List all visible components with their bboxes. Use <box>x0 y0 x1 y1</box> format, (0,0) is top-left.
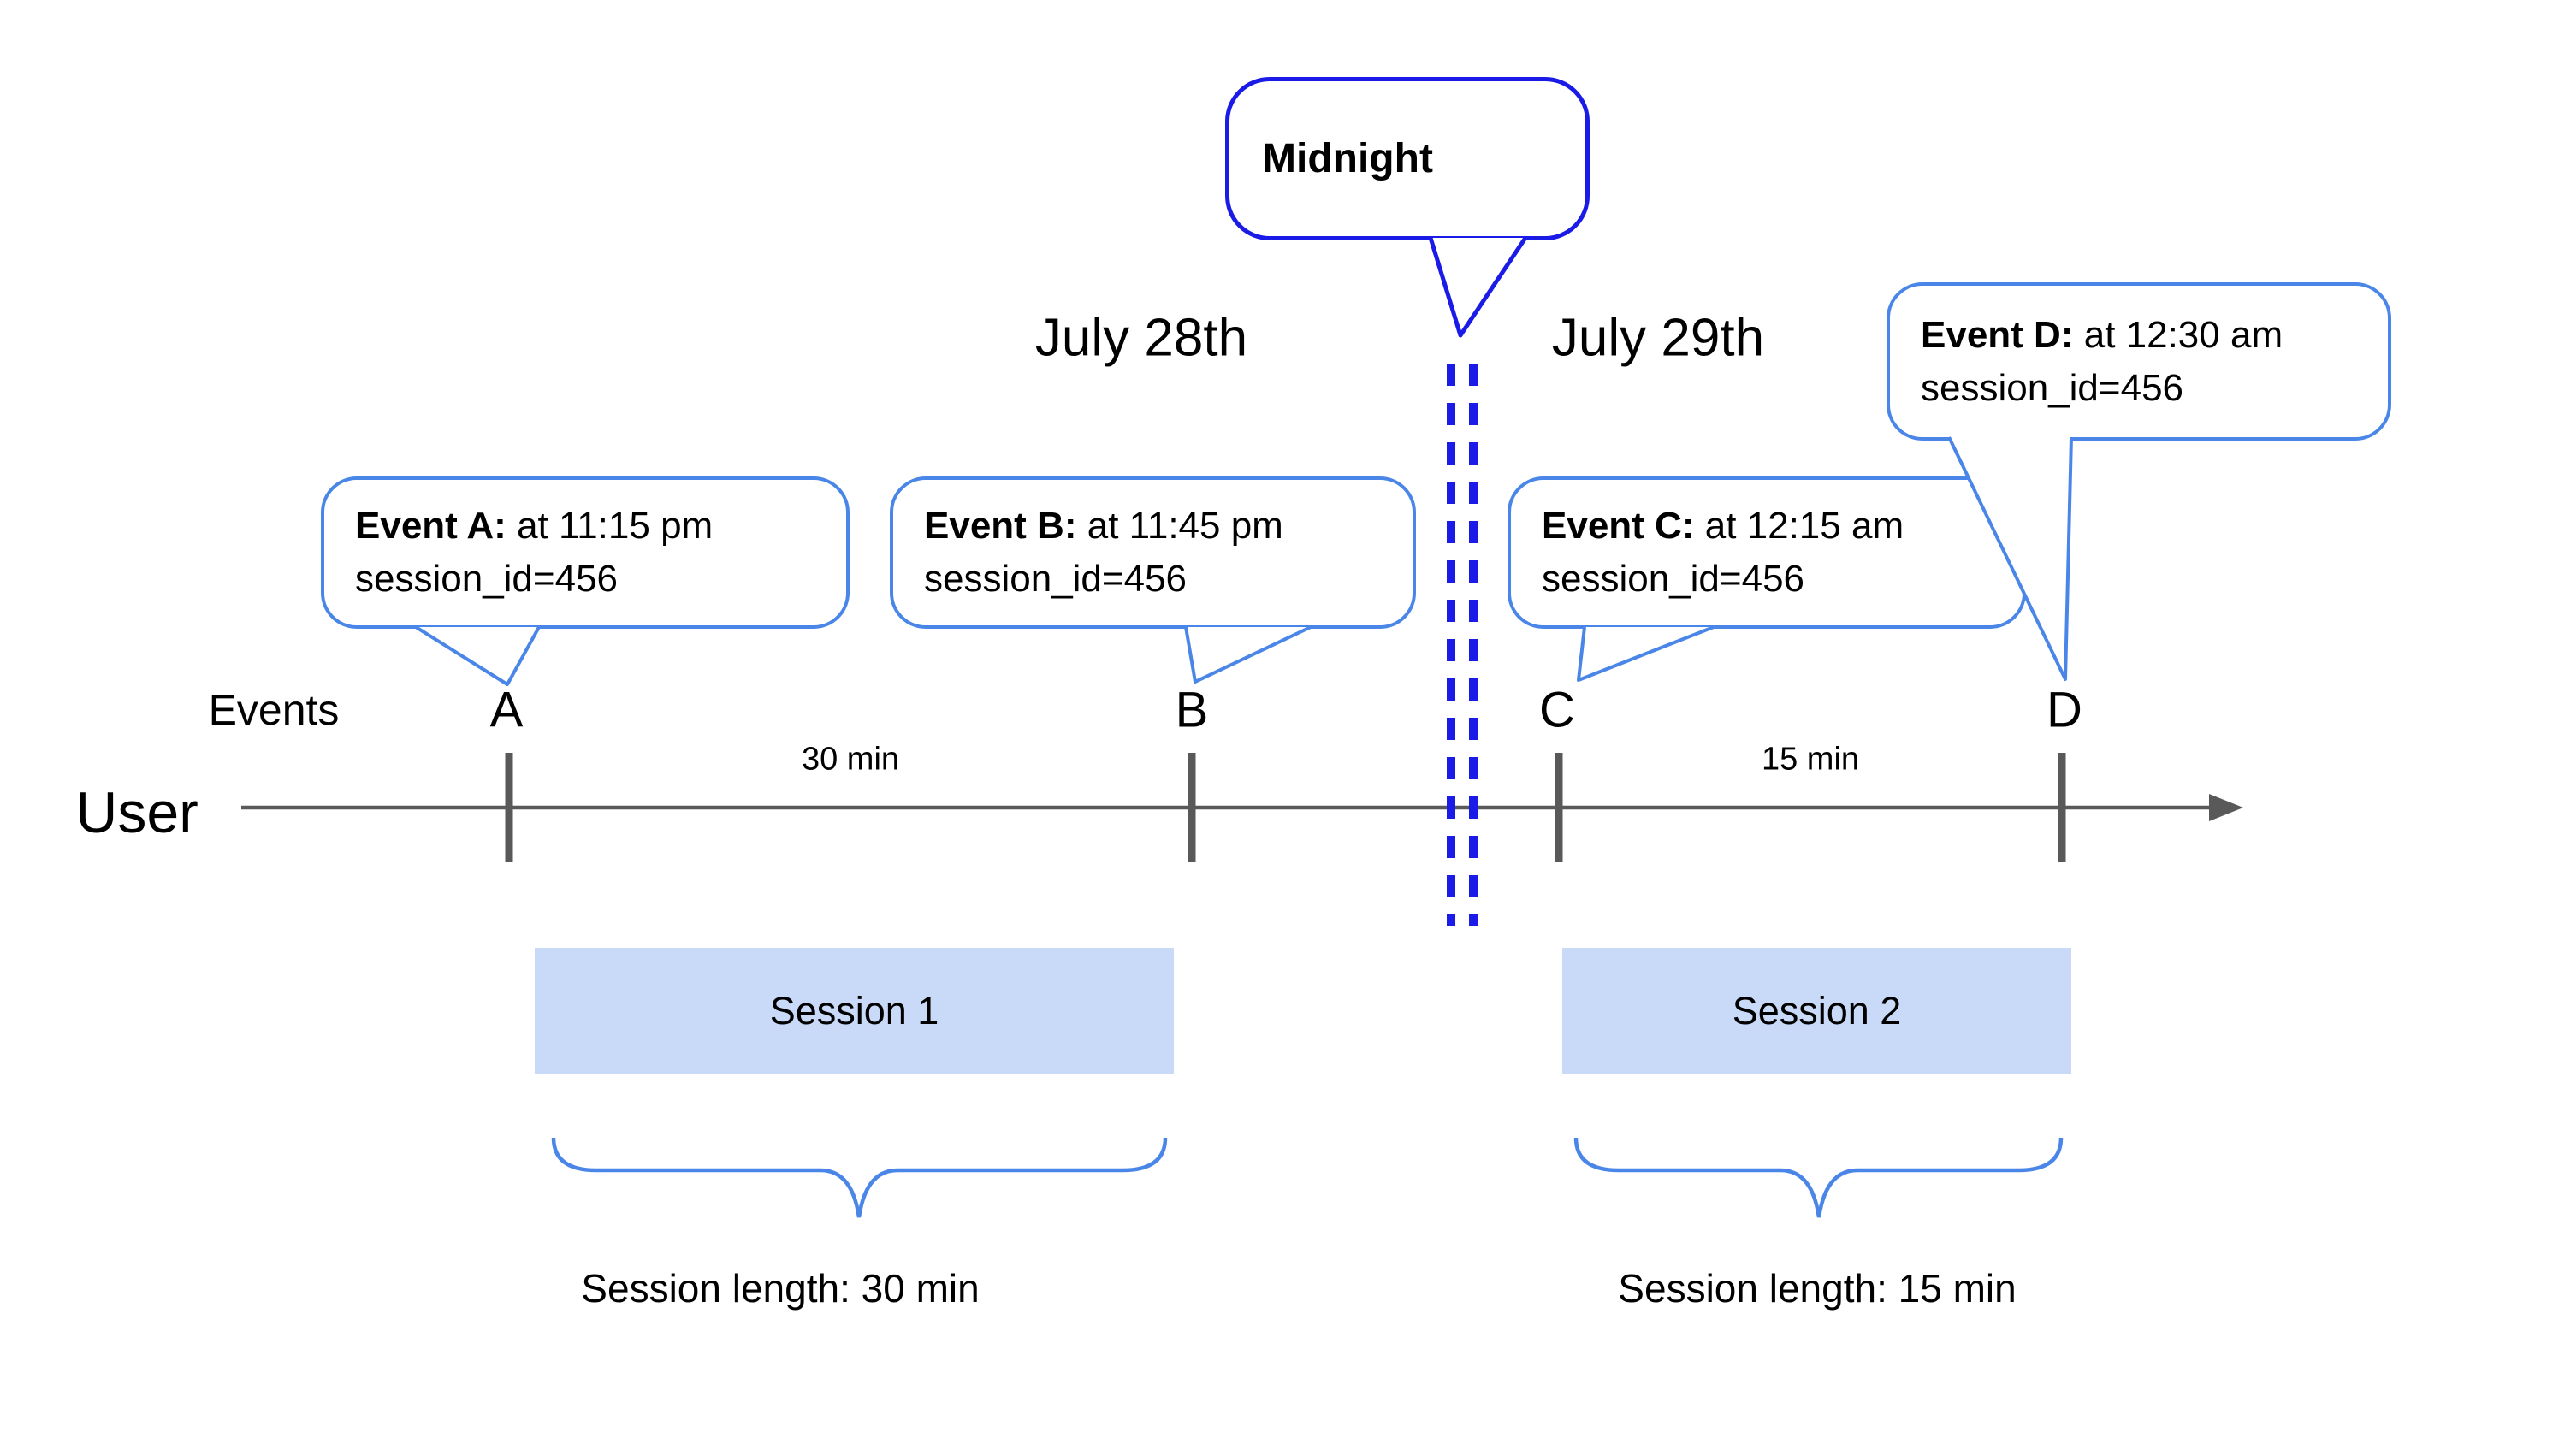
midnight-callout-tail <box>1428 236 1528 338</box>
event-c-time: at 12:15 am <box>1704 505 1904 547</box>
event-b-session: session_id=456 <box>924 558 1188 600</box>
event-d-time: at 12:30 am <box>2083 313 2283 356</box>
session2-bar: Session 2 <box>1562 948 2071 1074</box>
session2-brace <box>1573 1137 2064 1218</box>
event-a-callout: Event A: at 11:15 pm session_id=456 <box>321 476 850 629</box>
event-c-callout: Event C: at 12:15 am session_id=456 <box>1508 476 2026 629</box>
event-c-session: session_id=456 <box>1542 558 1805 600</box>
session2-length-label: Session length: 15 min <box>1618 1266 2017 1311</box>
events-row-label: Events <box>208 686 340 734</box>
tick-label-b: B <box>1175 682 1209 738</box>
timeline-arrowhead-icon <box>2209 794 2243 821</box>
session2-bar-label: Session 2 <box>1732 988 1902 1033</box>
event-c-callout-tail <box>1577 625 1715 682</box>
date-label-july-28: July 28th <box>1034 308 1248 368</box>
tick-label-c: C <box>1539 682 1575 738</box>
event-b-callout: Event B: at 11:45 pm session_id=456 <box>890 476 1416 629</box>
event-b-time: at 11:45 pm <box>1087 505 1283 547</box>
user-row-label: User <box>75 780 198 845</box>
event-d-callout-line1: Event D: at 12:30 am <box>1921 309 2357 362</box>
midnight-callout: Midnight <box>1225 77 1590 240</box>
interval-label-15min: 15 min <box>1761 741 1860 778</box>
event-c-callout-line1: Event C: at 12:15 am <box>1542 500 1992 553</box>
session1-length-label: Session length: 30 min <box>581 1266 980 1311</box>
midnight-callout-label: Midnight <box>1262 135 1433 181</box>
event-a-callout-line1: Event A: at 11:15 pm <box>355 500 815 553</box>
session1-brace <box>551 1137 1168 1218</box>
session1-bar-label: Session 1 <box>769 988 939 1033</box>
tick-label-d: D <box>2047 682 2082 738</box>
event-b-callout-line1: Event B: at 11:45 pm <box>924 500 1382 553</box>
date-label-july-29: July 29th <box>1551 308 1765 368</box>
event-d-callout: Event D: at 12:30 am session_id=456 <box>1887 282 2391 441</box>
event-a-title: Event A: <box>355 505 506 547</box>
tick-label-a: A <box>489 682 524 738</box>
event-a-session: session_id=456 <box>355 558 619 600</box>
event-a-callout-tail <box>414 625 541 686</box>
interval-label-30min: 30 min <box>801 741 900 778</box>
event-d-title: Event D: <box>1921 313 2074 356</box>
event-b-title: Event B: <box>924 505 1077 547</box>
event-d-session: session_id=456 <box>1921 366 2184 409</box>
event-b-callout-tail <box>1184 625 1312 684</box>
session1-bar: Session 1 <box>535 948 1174 1074</box>
event-c-title: Event C: <box>1542 505 1695 547</box>
event-a-time: at 11:15 pm <box>517 505 714 547</box>
